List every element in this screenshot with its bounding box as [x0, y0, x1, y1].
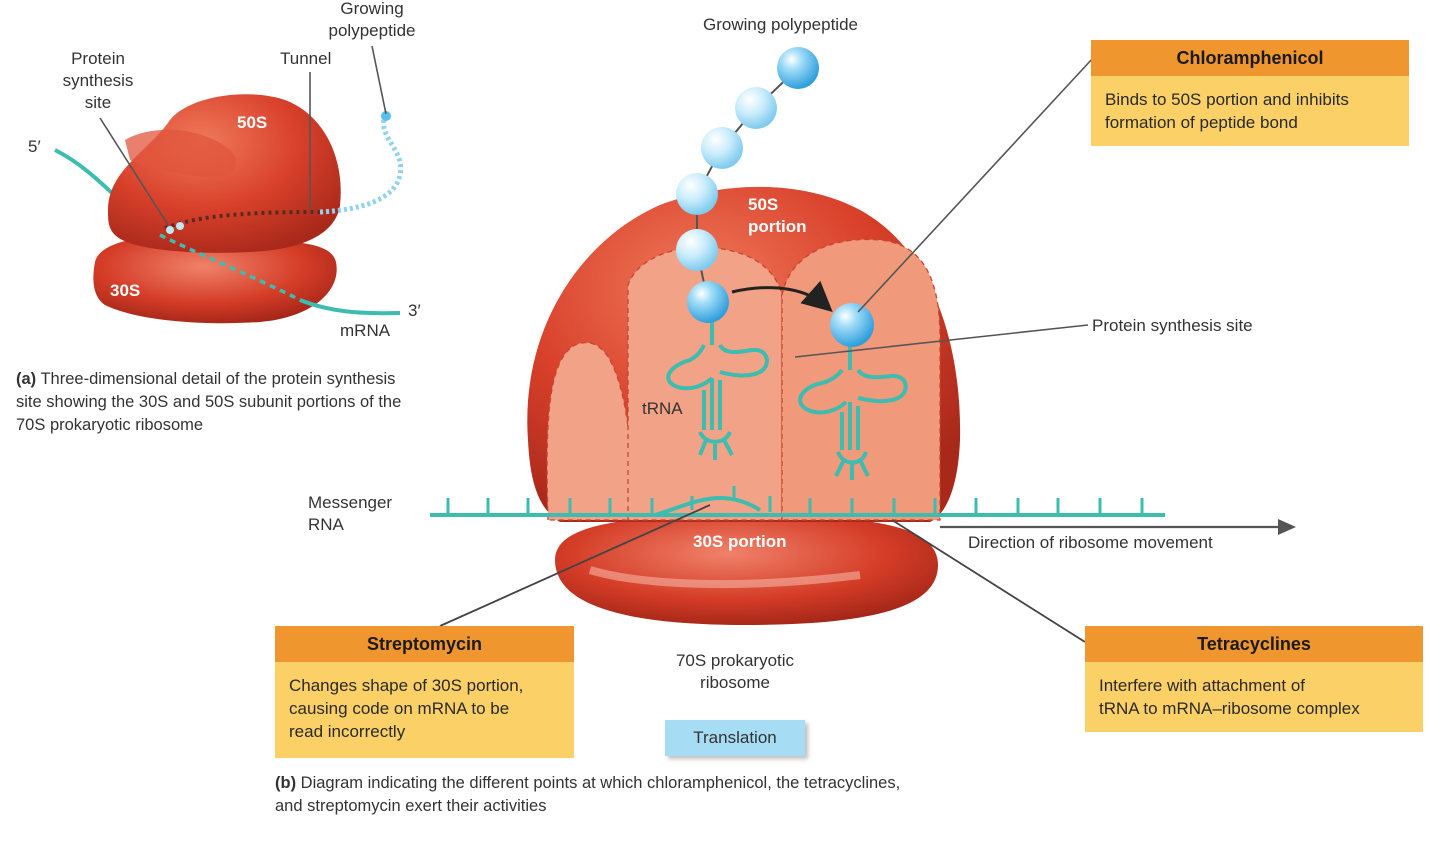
- panel-a-30s-subunit: [93, 236, 337, 324]
- panel-a-mrna-3-end: [299, 298, 401, 316]
- chamber-a-site: [781, 238, 941, 521]
- label-50s-portion: 50S portion: [748, 195, 807, 236]
- bead-1: [777, 47, 819, 89]
- label-30s-a: 30S: [110, 281, 141, 300]
- label-30s-portion: 30S portion: [693, 532, 787, 551]
- codon-ticks: [446, 486, 1144, 515]
- bead-2: [735, 87, 777, 129]
- chloramphenicol-description: Binds to 50S portion and inhibits format…: [1105, 90, 1349, 132]
- direction-arrow-head: [1278, 519, 1296, 535]
- peptide-transfer-arrow: [731, 280, 833, 312]
- chloramphenicol-title: Chloramphenicol: [1091, 40, 1409, 76]
- label-70s-ribosome: 70S prokaryotic ribosome: [675, 651, 795, 692]
- label-3-prime: 3′: [408, 301, 421, 320]
- caption-a-letter: (a): [16, 370, 37, 388]
- caption-a-text: Three-dimensional detail of the protein …: [16, 370, 402, 434]
- caption-b-letter: (b): [275, 774, 297, 792]
- streptomycin-box: Streptomycin Changes shape of 30S portio…: [275, 626, 574, 758]
- panel-b-30s-portion: [555, 515, 938, 625]
- caption-a: (a) Three-dimensional detail of the prot…: [16, 368, 406, 437]
- streptomycin-title: Streptomycin: [275, 626, 574, 662]
- tetracyclines-description: Interfere with attachment of tRNA to mRN…: [1099, 676, 1360, 718]
- label-protein-synthesis-site-b: Protein synthesis site: [1092, 316, 1253, 335]
- bead-6: [687, 281, 729, 323]
- translation-tag: Translation: [665, 720, 805, 756]
- leader-chloramphenicol: [857, 57, 1094, 313]
- leader-protein-synthesis-site-b: [794, 324, 1089, 358]
- tetracyclines-title: Tetracyclines: [1085, 626, 1423, 662]
- panel-a-ribosome: [54, 45, 404, 324]
- label-messenger-rna: Messenger RNA: [308, 493, 393, 534]
- bead-4: [676, 173, 718, 215]
- caption-b: (b) Diagram indicating the different poi…: [275, 772, 915, 818]
- leader-protein-synthesis-site-a: [99, 117, 169, 226]
- label-50s-a: 50S: [237, 113, 268, 132]
- label-protein-synthesis-site-a: Protein synthesis site: [62, 49, 134, 112]
- label-growing-polypeptide-a: Growing polypeptide: [328, 0, 416, 40]
- bead-3: [701, 127, 743, 169]
- chloramphenicol-box: Chloramphenicol Binds to 50S portion and…: [1091, 40, 1409, 146]
- bead-incoming: [830, 303, 874, 347]
- trna-right: [798, 345, 908, 480]
- chamber-left: [546, 342, 636, 521]
- streptomycin-description: Changes shape of 30S portion, causing co…: [289, 676, 524, 741]
- tetracyclines-box: Tetracyclines Interfere with attachment …: [1085, 626, 1423, 732]
- label-mrna-a: mRNA: [340, 321, 391, 340]
- label-5-prime: 5′: [28, 137, 41, 156]
- leader-streptomycin: [439, 504, 711, 627]
- leader-tetracyclines: [891, 519, 1086, 643]
- panel-a-tunnel-path: [164, 210, 321, 230]
- label-tunnel: Tunnel: [280, 49, 332, 68]
- label-growing-polypeptide-b: Growing polypeptide: [703, 15, 858, 34]
- label-direction-of-ribosome-movement: Direction of ribosome movement: [968, 533, 1213, 552]
- caption-b-text: Diagram indicating the different points …: [275, 774, 901, 815]
- bead-5: [676, 229, 718, 271]
- panel-a-polypeptide: [319, 117, 404, 215]
- label-trna: tRNA: [642, 399, 683, 418]
- panel-b-ribosome: [430, 47, 1296, 643]
- leader-growing-polypeptide-a: [371, 45, 387, 115]
